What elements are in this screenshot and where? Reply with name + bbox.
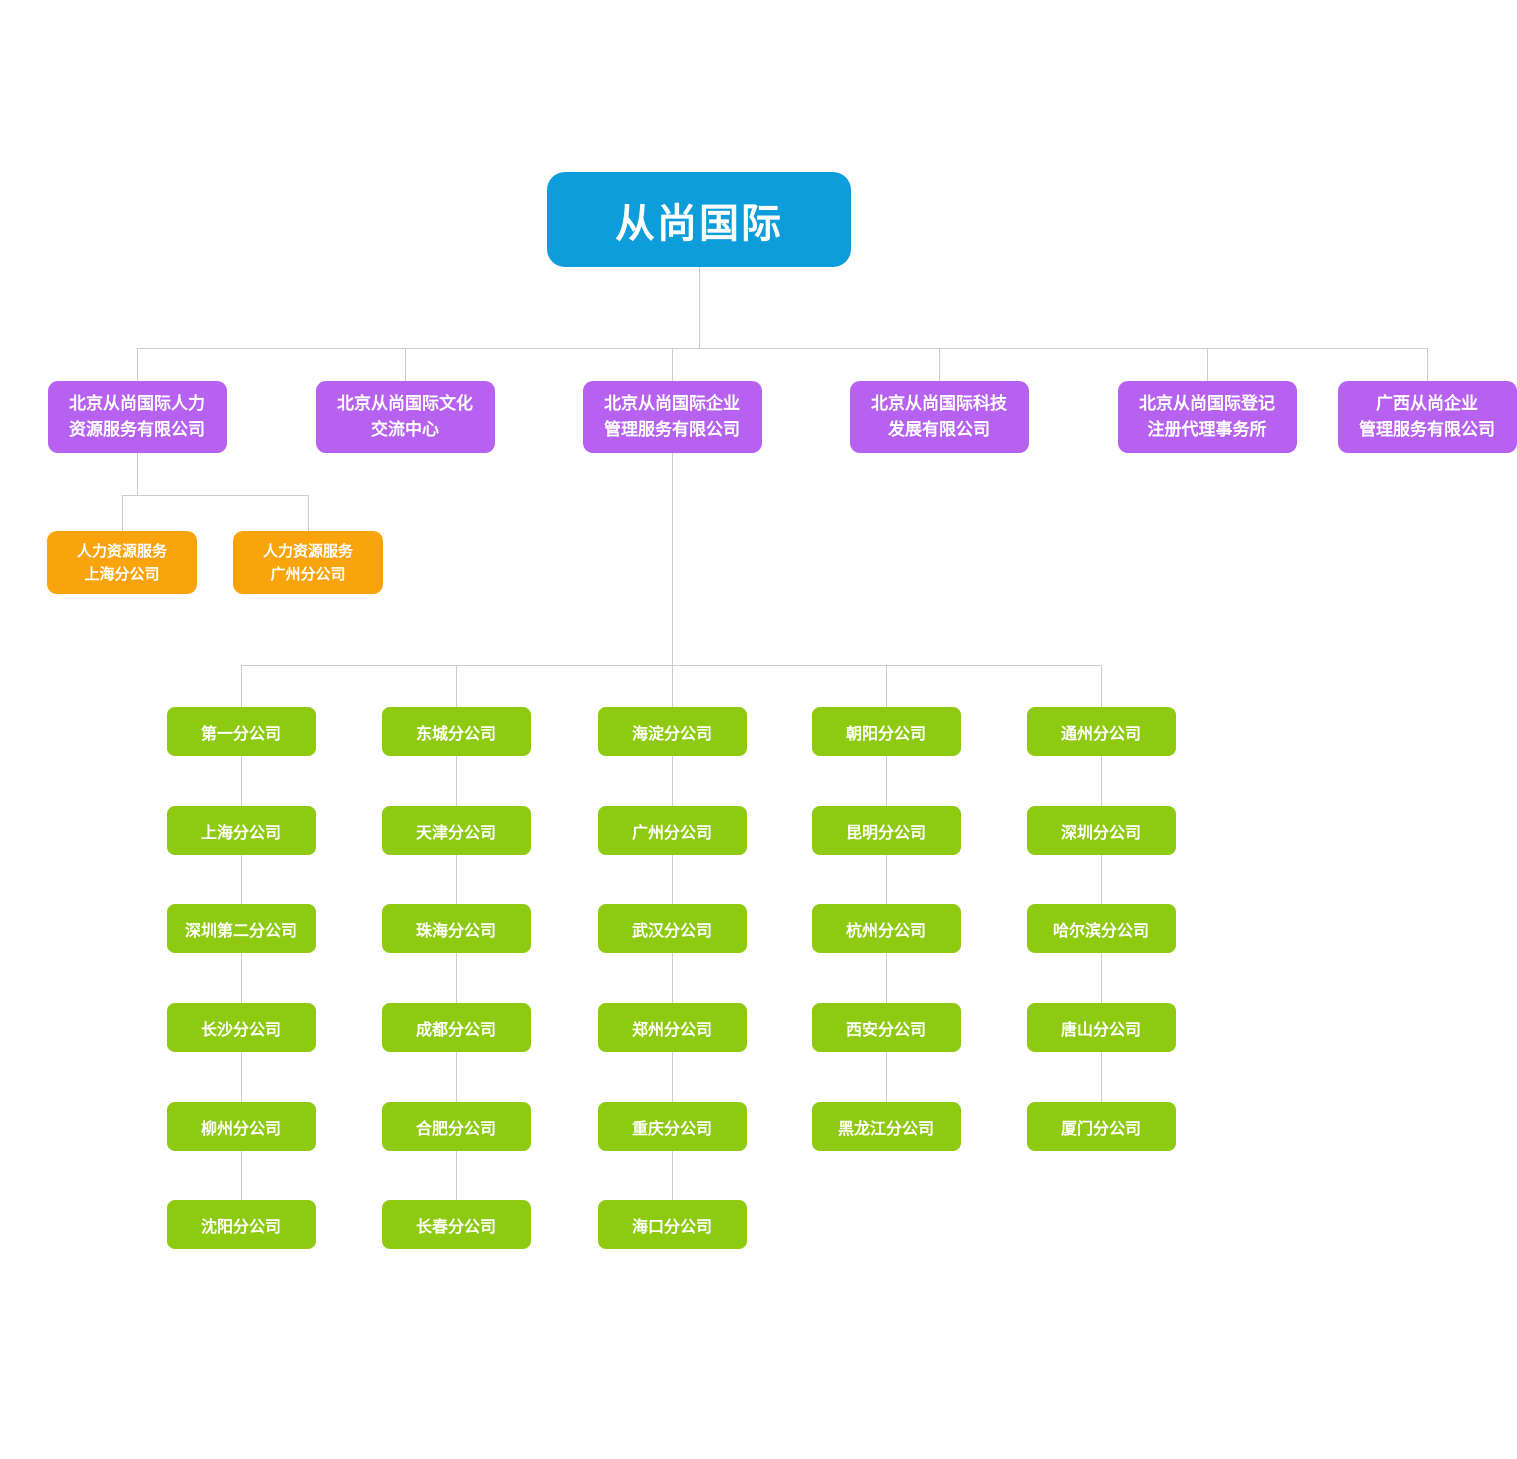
org-node-branch-office: 第一分公司 xyxy=(166,707,316,756)
org-node-root: 从尚国际 xyxy=(547,172,851,267)
connector-line xyxy=(1101,756,1102,806)
connector-line xyxy=(137,348,1427,349)
org-node-branch-office: 西安分公司 xyxy=(811,1003,961,1052)
connector-line xyxy=(241,855,242,904)
connector-line xyxy=(241,756,242,806)
connector-line xyxy=(886,1052,887,1102)
org-node-branch-office: 武汉分公司 xyxy=(597,904,747,953)
org-node-branch-office: 合肥分公司 xyxy=(381,1102,531,1151)
connector-line xyxy=(122,495,308,496)
connector-line xyxy=(241,1052,242,1102)
connector-line xyxy=(886,855,887,904)
connector-line xyxy=(1427,348,1428,381)
connector-line xyxy=(886,665,887,707)
connector-line xyxy=(456,756,457,806)
connector-line xyxy=(1101,953,1102,1003)
org-node-branch-office: 朝阳分公司 xyxy=(811,707,961,756)
connector-line xyxy=(241,665,242,707)
org-node-company: 广西从尚企业 管理服务有限公司 xyxy=(1337,381,1517,453)
org-node-branch-office: 哈尔滨分公司 xyxy=(1026,904,1176,953)
org-node-branch-office: 广州分公司 xyxy=(597,806,747,855)
connector-line xyxy=(672,348,673,381)
connector-line xyxy=(1101,665,1102,707)
connector-line xyxy=(241,953,242,1003)
org-node-branch-office: 重庆分公司 xyxy=(597,1102,747,1151)
connector-line xyxy=(456,855,457,904)
org-node-branch-office: 沈阳分公司 xyxy=(166,1200,316,1249)
org-node-branch-office: 上海分公司 xyxy=(166,806,316,855)
connector-line xyxy=(241,665,1101,666)
connector-line xyxy=(241,1151,242,1200)
connector-line xyxy=(672,453,673,665)
connector-line xyxy=(137,348,138,381)
org-node-branch-office: 长沙分公司 xyxy=(166,1003,316,1052)
connector-line xyxy=(699,267,700,348)
connector-line xyxy=(672,855,673,904)
org-node-company: 北京从尚国际人力 资源服务有限公司 xyxy=(47,381,227,453)
org-node-branch-office: 深圳第二分公司 xyxy=(166,904,316,953)
connector-line xyxy=(405,348,406,381)
org-node-branch-office: 成都分公司 xyxy=(381,1003,531,1052)
connector-line xyxy=(672,665,673,707)
org-node-company: 北京从尚国际科技 发展有限公司 xyxy=(849,381,1029,453)
org-node-branch-office: 唐山分公司 xyxy=(1026,1003,1176,1052)
connector-line xyxy=(1101,855,1102,904)
org-node-branch-office: 柳州分公司 xyxy=(166,1102,316,1151)
connector-line xyxy=(122,495,123,531)
connector-line xyxy=(137,453,138,495)
connector-line xyxy=(456,1052,457,1102)
org-node-branch-office: 海淀分公司 xyxy=(597,707,747,756)
org-node-branch-office: 黑龙江分公司 xyxy=(811,1102,961,1151)
org-node-branch-office: 长春分公司 xyxy=(381,1200,531,1249)
connector-line xyxy=(456,665,457,707)
connector-line xyxy=(1101,1052,1102,1102)
org-node-branch-office: 珠海分公司 xyxy=(381,904,531,953)
org-node-branch-office: 东城分公司 xyxy=(381,707,531,756)
org-node-branch-office: 厦门分公司 xyxy=(1026,1102,1176,1151)
org-node-branch-office: 杭州分公司 xyxy=(811,904,961,953)
org-node-branch-office: 昆明分公司 xyxy=(811,806,961,855)
connector-line xyxy=(939,348,940,381)
org-node-hr-branch: 人力资源服务 广州分公司 xyxy=(233,531,383,594)
connector-line xyxy=(672,1151,673,1200)
org-node-branch-office: 郑州分公司 xyxy=(597,1003,747,1052)
connector-line xyxy=(672,756,673,806)
org-node-company: 北京从尚国际文化 交流中心 xyxy=(315,381,495,453)
connector-line xyxy=(672,1052,673,1102)
connector-line xyxy=(886,953,887,1003)
connector-line xyxy=(1207,348,1208,381)
org-node-branch-office: 海口分公司 xyxy=(597,1200,747,1249)
org-node-company: 北京从尚国际企业 管理服务有限公司 xyxy=(582,381,762,453)
connector-line xyxy=(456,1151,457,1200)
org-node-hr-branch: 人力资源服务 上海分公司 xyxy=(47,531,197,594)
org-node-company: 北京从尚国际登记 注册代理事务所 xyxy=(1117,381,1297,453)
org-node-branch-office: 天津分公司 xyxy=(381,806,531,855)
connector-line xyxy=(308,495,309,531)
connector-line xyxy=(672,953,673,1003)
connector-line xyxy=(886,756,887,806)
org-node-branch-office: 深圳分公司 xyxy=(1026,806,1176,855)
org-node-branch-office: 通州分公司 xyxy=(1026,707,1176,756)
connector-line xyxy=(456,953,457,1003)
